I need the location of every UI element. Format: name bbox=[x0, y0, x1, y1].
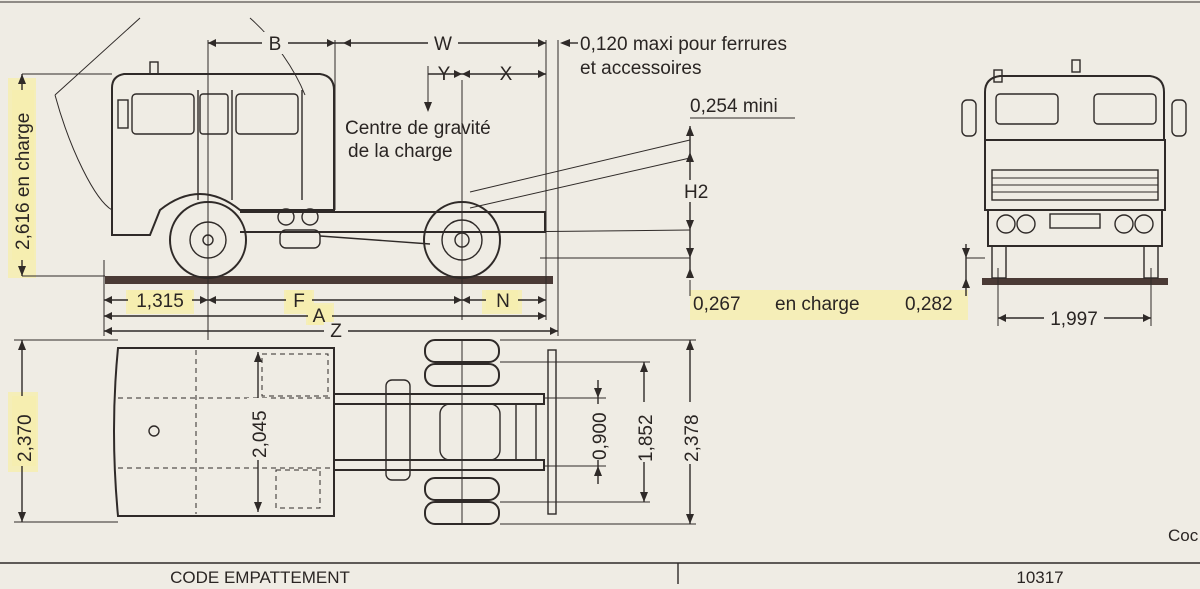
cg-line-2: de la charge bbox=[348, 141, 453, 162]
top-tank-1 bbox=[261, 353, 329, 397]
table-header-right: 10317 bbox=[1016, 568, 1063, 584]
label-f: F bbox=[293, 291, 305, 312]
front-windshield-right bbox=[1093, 93, 1157, 125]
cg-line-1: Centre de gravité bbox=[345, 118, 491, 139]
air-tank-2 bbox=[301, 208, 319, 226]
label-x: X bbox=[500, 64, 513, 85]
label-2045: 2,045 bbox=[250, 410, 271, 458]
label-2378: 2,378 bbox=[682, 414, 703, 462]
vertical-dimensions-side: 0,254 mini H2 0,267 en charge 0,282 bbox=[680, 96, 953, 315]
side-ground-bar bbox=[105, 276, 553, 284]
label-n: N bbox=[496, 291, 510, 312]
battery-box bbox=[279, 229, 321, 249]
front-windshield-left bbox=[995, 93, 1059, 125]
label-w: W bbox=[434, 34, 452, 55]
front-beacon-center bbox=[1071, 59, 1081, 73]
top-tank-2 bbox=[275, 469, 321, 509]
top-cab bbox=[113, 347, 335, 517]
top-rail-left bbox=[333, 393, 545, 405]
mirror bbox=[117, 99, 129, 129]
label-0267: 0,267 bbox=[693, 294, 741, 315]
label-height-loaded: 2,616 en charge bbox=[13, 113, 34, 250]
top-rear-bumper bbox=[547, 349, 557, 515]
top-cab-marker bbox=[148, 425, 160, 437]
top-rear-cross bbox=[515, 403, 537, 461]
height-dimension: 2,616 en charge bbox=[12, 73, 112, 277]
front-cab-upper bbox=[984, 75, 1165, 141]
air-tank-1 bbox=[277, 208, 295, 226]
headlight-left-1 bbox=[996, 214, 1016, 234]
label-1997: 1,997 bbox=[1050, 309, 1098, 330]
load-slope-3 bbox=[499, 229, 691, 233]
spec-table-header: CODE EMPATTEMENT 10317 bbox=[0, 562, 1200, 587]
bottom-dimensions-side: 1,315 F N A Z bbox=[104, 290, 558, 342]
chassis-frame bbox=[240, 211, 546, 233]
label-en-charge: en charge bbox=[775, 294, 860, 315]
load-slope-2 bbox=[469, 157, 691, 209]
note-line-1: 0,120 maxi pour ferrures bbox=[580, 34, 787, 55]
rear-window bbox=[235, 93, 299, 135]
top-rail-right bbox=[333, 459, 545, 471]
top-differential bbox=[439, 403, 501, 461]
label-1852: 1,852 bbox=[636, 414, 657, 462]
cab-tilt-arc bbox=[54, 17, 141, 211]
label-0900: 0,900 bbox=[590, 412, 611, 460]
driveshaft bbox=[319, 235, 431, 245]
top-tire-4 bbox=[424, 501, 500, 525]
label-1315: 1,315 bbox=[136, 291, 184, 312]
table-header-left: CODE EMPATTEMENT bbox=[170, 568, 350, 584]
front-tire-left bbox=[991, 245, 1007, 279]
front-mirror-left bbox=[961, 99, 977, 137]
label-mini: 0,254 mini bbox=[690, 96, 778, 117]
mid-window bbox=[199, 93, 229, 135]
front-mirror-right bbox=[1171, 99, 1187, 137]
cab-tilt-arc-rear bbox=[249, 17, 306, 96]
load-slope-1 bbox=[469, 139, 691, 193]
headlight-right-1 bbox=[1114, 214, 1134, 234]
cab-outline bbox=[111, 73, 335, 236]
label-z: Z bbox=[330, 321, 342, 342]
code-partial-label: Coc bbox=[1168, 526, 1199, 545]
front-plate bbox=[1049, 213, 1101, 229]
highlight-en-charge bbox=[690, 290, 968, 320]
top-dimensions: B W 0,120 maxi pour ferrures et accessoi… bbox=[208, 32, 787, 162]
label-2370: 2,370 bbox=[15, 414, 36, 462]
label-b: B bbox=[269, 34, 282, 55]
label-y: Y bbox=[438, 64, 451, 85]
label-h2: H2 bbox=[684, 182, 708, 203]
top-crossmember bbox=[385, 379, 411, 481]
beacon bbox=[149, 61, 159, 75]
label-0282: 0,282 bbox=[905, 294, 953, 315]
note-line-2: et accessoires bbox=[580, 58, 701, 79]
front-bumper bbox=[987, 209, 1163, 247]
headlight-left-2 bbox=[1016, 214, 1036, 234]
top-tire-3 bbox=[424, 477, 500, 501]
label-a: A bbox=[313, 306, 326, 327]
top-tire-1 bbox=[424, 339, 500, 363]
side-view bbox=[54, 17, 691, 340]
top-view: 2,370 2,045 0,900 1,852 2,378 bbox=[12, 339, 703, 525]
headlight-right-2 bbox=[1134, 214, 1154, 234]
front-view: 1,997 bbox=[961, 59, 1187, 330]
front-window bbox=[131, 93, 195, 135]
top-tire-2 bbox=[424, 363, 500, 387]
front-ground-bar bbox=[982, 278, 1168, 285]
